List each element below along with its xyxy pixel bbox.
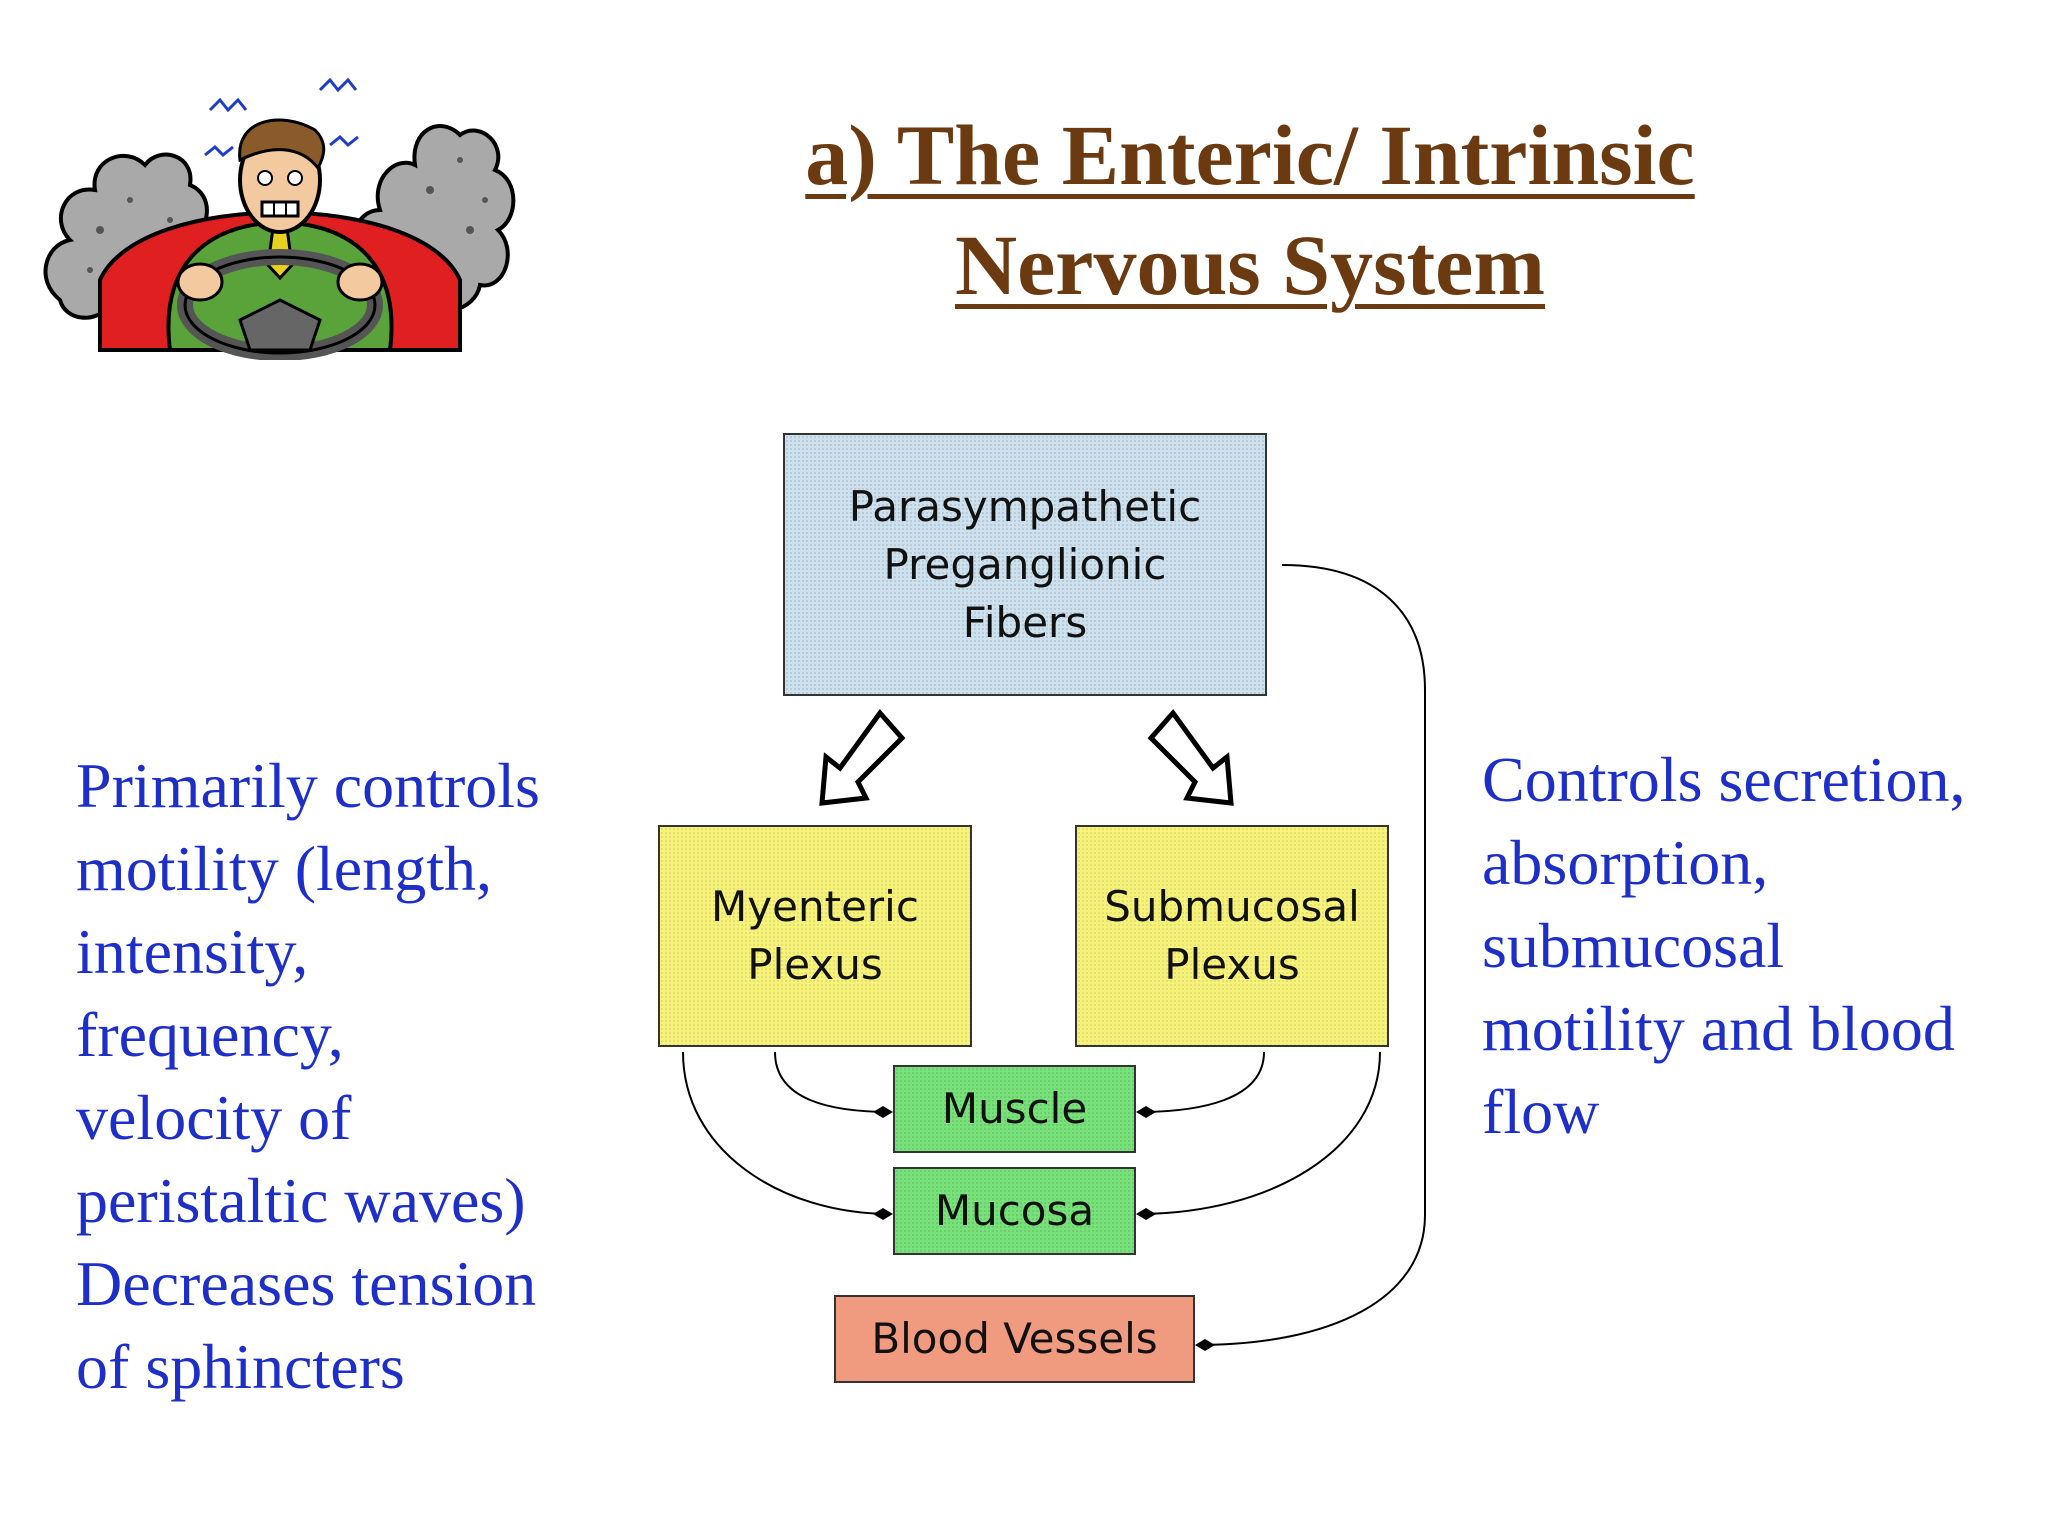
text-line: motility (length, (76, 833, 492, 904)
mucosa-box: Mucosa (893, 1167, 1136, 1255)
slide-title: a) The Enteric/ Intrinsic Nervous System (640, 100, 1860, 320)
box-label: Fibers (962, 597, 1088, 647)
title-line-2: Nervous System (955, 217, 1545, 313)
myenteric-description: Primarily controls motility (length, int… (76, 744, 616, 1408)
text-line: Primarily controls (76, 750, 540, 821)
text-line: submucosal (1482, 910, 1785, 981)
blood-vessels-box: Blood Vessels (834, 1295, 1195, 1383)
text-line: frequency, (76, 999, 344, 1070)
box-label: Muscle (941, 1084, 1088, 1133)
text-line: Controls secretion, (1482, 744, 1966, 815)
submucosal-plexus-box: Submucosal Plexus (1075, 825, 1389, 1047)
myenteric-plexus-box: Myenteric Plexus (658, 825, 972, 1047)
box-label: Submucosal (1104, 882, 1360, 931)
connector-submucosal-mucosa (1136, 1051, 1381, 1220)
connector-myenteric-muscle (774, 1051, 893, 1118)
box-label: Plexus (747, 940, 883, 989)
box-label: Myenteric (711, 882, 919, 931)
arrow-to-myenteric (819, 709, 906, 806)
text-line: motility and blood (1482, 993, 1955, 1064)
box-label: Preganglionic (883, 539, 1167, 589)
box-label: Blood Vessels (871, 1314, 1158, 1363)
text-line: intensity, (76, 916, 309, 987)
stressed-driver-icon (43, 77, 516, 360)
text-line: of sphincters (76, 1331, 405, 1402)
box-label: Plexus (1164, 940, 1300, 989)
muscle-box: Muscle (893, 1065, 1136, 1153)
connector-myenteric-mucosa (682, 1051, 893, 1220)
connector-parasympathetic-blood (1195, 564, 1426, 1351)
text-line: absorption, (1482, 827, 1769, 898)
arrow-to-submucosal (1147, 709, 1234, 806)
text-line: flow (1482, 1076, 1600, 1147)
parasympathetic-box: Parasympathetic Preganglionic Fibers (783, 433, 1267, 696)
box-label: Mucosa (934, 1186, 1095, 1235)
text-line: peristaltic waves) (76, 1165, 526, 1236)
box-label: Parasympathetic (848, 481, 1202, 531)
title-line-1: a) The Enteric/ Intrinsic (805, 107, 1695, 203)
text-line: Decreases tension (76, 1248, 537, 1319)
submucosal-description: Controls secretion, absorption, submucos… (1482, 738, 2042, 1153)
connector-submucosal-muscle (1136, 1051, 1265, 1118)
text-line: velocity of (76, 1082, 352, 1153)
